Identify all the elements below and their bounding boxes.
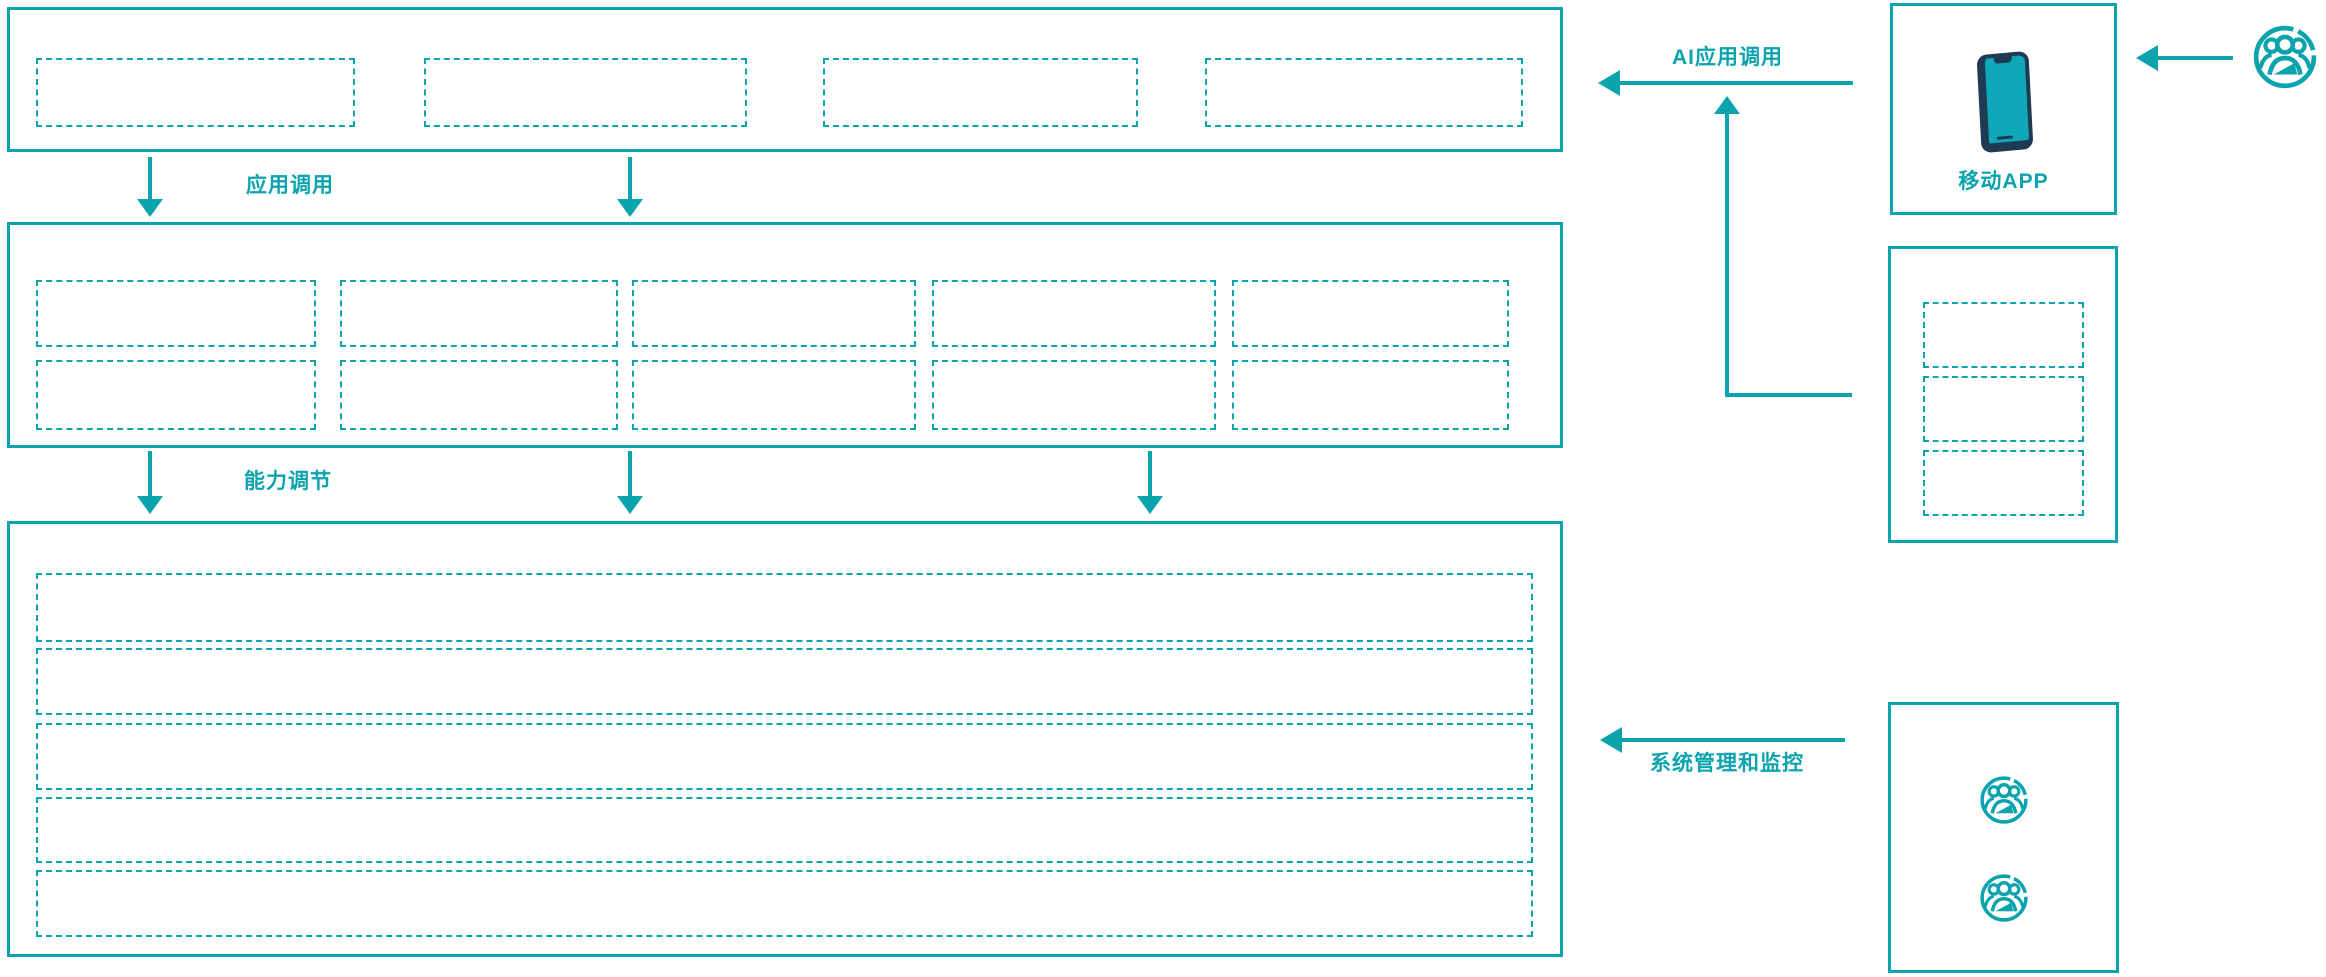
service-slot-r1c3 [632, 280, 916, 347]
service-slot-r2c2 [340, 360, 618, 430]
service-slot-r2c4 [932, 360, 1216, 430]
arrow-app-call-1 [137, 157, 163, 217]
mobile-app-label: 移动APP [1958, 170, 2049, 193]
users-group-icon [2253, 25, 2317, 89]
module-slot-1 [1923, 302, 2084, 368]
platform-row-4 [36, 797, 1533, 863]
service-slot-r1c2 [340, 280, 618, 347]
platform-row-3 [36, 723, 1533, 790]
ai-app-call-label: AI应用调用 [1672, 46, 1783, 69]
platform-row-5 [36, 870, 1533, 937]
platform-row-1 [36, 573, 1533, 642]
module-slot-2 [1923, 376, 2084, 442]
admin-box [1888, 702, 2119, 973]
module-slot-3 [1923, 450, 2084, 516]
app-layer-container [7, 7, 1563, 152]
service-slot-r2c1 [36, 360, 316, 430]
arrow-capability-1 [137, 451, 163, 514]
arrow-capability-3 [1137, 451, 1163, 514]
app-call-label: 应用调用 [246, 174, 334, 197]
mobile-app-box: 移动APP [1890, 3, 2117, 215]
arrow-ai-app-call [1598, 70, 1853, 96]
app-slot-1 [36, 58, 355, 127]
arrow-app-call-2 [617, 157, 643, 217]
arrow-system-management [1600, 727, 1845, 753]
service-slot-r2c3 [632, 360, 916, 430]
service-slot-r1c4 [932, 280, 1216, 347]
arrow-user-to-mobile [2136, 45, 2233, 71]
capability-adjust-label: 能力调节 [244, 470, 332, 493]
service-slot-r1c1 [36, 280, 316, 347]
users-group-icon [1980, 776, 2028, 824]
platform-row-2 [36, 648, 1533, 715]
module-stack-box [1888, 246, 2118, 543]
platform-layer-container [7, 521, 1563, 957]
app-slot-3 [823, 58, 1138, 127]
app-slot-2 [424, 58, 747, 127]
service-slot-r2c5 [1232, 360, 1509, 430]
arrow-capability-2 [617, 451, 643, 514]
arrow-module-up [1714, 96, 1852, 397]
app-slot-4 [1205, 58, 1523, 127]
service-layer-container [7, 222, 1563, 448]
users-group-icon [1980, 874, 2028, 922]
smartphone-icon [1976, 50, 2034, 154]
system-management-label: 系统管理和监控 [1650, 752, 1804, 775]
service-slot-r1c5 [1232, 280, 1509, 347]
